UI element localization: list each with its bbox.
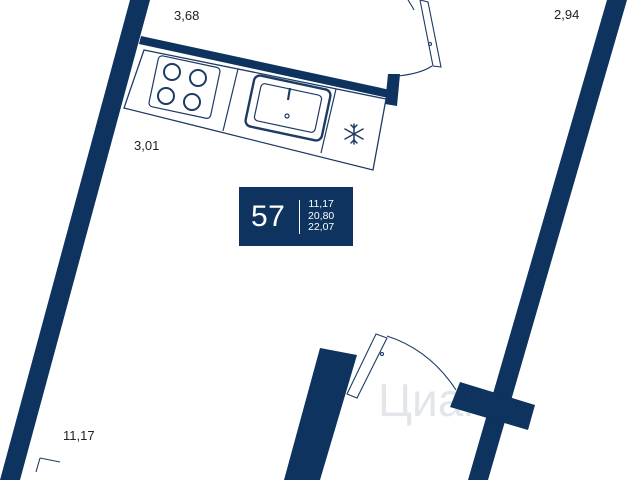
apartment-number: 57 [251, 199, 286, 233]
area-value: 11,17 [308, 198, 334, 211]
area-value: 22,07 [308, 221, 335, 234]
apartment-badge: 57 11,17 20,80 22,07 [239, 187, 353, 246]
room-area-label: 11,17 [63, 428, 95, 443]
room-area-label: 3,01 [134, 138, 160, 153]
badge-background [239, 187, 353, 246]
cian-logo: Циан [378, 374, 489, 426]
right-outer-wall [468, 0, 627, 480]
sink-icon [244, 74, 332, 142]
door-swing-bottom [346, 333, 457, 399]
wall-stub [450, 382, 535, 430]
room-area-label: 3,68 [174, 8, 200, 23]
kitchen-partition-end [385, 74, 400, 106]
area-value: 20,80 [308, 209, 335, 222]
bathroom-partition [284, 348, 357, 480]
window-sill [35, 457, 61, 473]
stove-icon [148, 55, 221, 119]
watermark-text: Циан [378, 374, 489, 426]
area-list: 11,17 20,80 22,07 [308, 199, 334, 234]
badge-divider [299, 199, 300, 234]
room-area-label: 2,94 [554, 7, 580, 22]
snowflake-icon [344, 123, 364, 145]
left-outer-wall [0, 0, 150, 480]
kitchen-partition-wall [139, 36, 395, 99]
door-swing-top [396, 0, 442, 77]
kitchen-counter [123, 49, 387, 171]
